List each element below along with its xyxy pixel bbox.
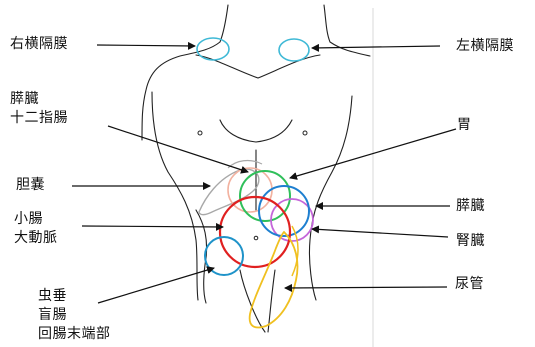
label-ureter: 尿管 bbox=[455, 275, 484, 294]
label-pancreas-duodenum: 膵臓 十二指腸 bbox=[10, 90, 68, 128]
label-kidney: 腎臓 bbox=[456, 232, 485, 251]
label-appendix: 虫垂 bbox=[38, 287, 111, 306]
label-pancreas-duodenum-line1: 膵臓 bbox=[10, 90, 68, 109]
small-intestine-marker bbox=[220, 197, 290, 267]
label-terminal-ileum: 回腸末端部 bbox=[38, 325, 111, 344]
pancreas-duodenum-marker bbox=[228, 168, 272, 212]
left-phrenic-marker bbox=[279, 39, 309, 61]
label-stomach: 胃 bbox=[457, 116, 472, 135]
label-pancreas: 膵臓 bbox=[456, 197, 485, 216]
label-small-intestine: 小腸 bbox=[14, 210, 58, 229]
label-left-phrenic: 左横隔膜 bbox=[456, 37, 514, 56]
label-cecum: 盲腸 bbox=[38, 306, 111, 325]
label-pancreas-duodenum-line2: 十二指腸 bbox=[10, 109, 68, 128]
label-gallbladder: 胆嚢 bbox=[16, 176, 45, 195]
label-right-phrenic: 右横隔膜 bbox=[10, 35, 68, 54]
label-small-intestine-aorta: 小腸 大動脈 bbox=[14, 210, 58, 248]
right-phrenic-marker bbox=[197, 38, 229, 60]
label-appendix-group: 虫垂 盲腸 回腸末端部 bbox=[38, 287, 111, 344]
label-aorta: 大動脈 bbox=[14, 229, 58, 248]
